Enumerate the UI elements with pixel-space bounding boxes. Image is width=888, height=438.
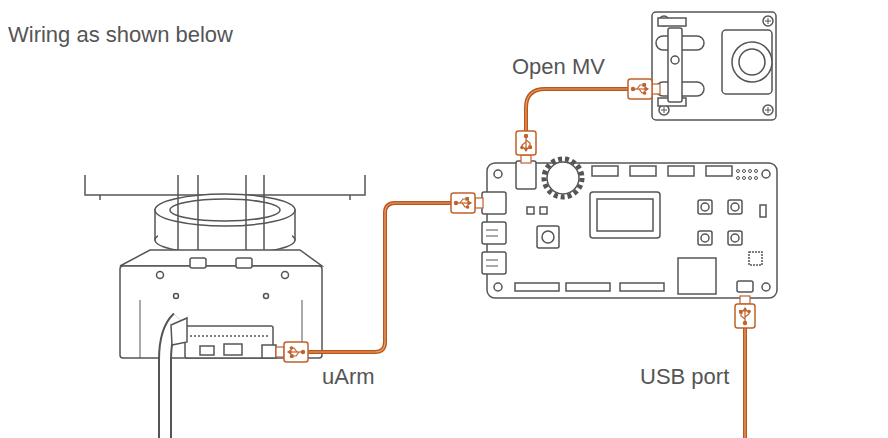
controller-board-part xyxy=(597,199,653,231)
controller-board-part xyxy=(542,231,554,243)
robot-arm-part xyxy=(178,175,264,262)
device-label: USB port xyxy=(640,364,729,390)
openmv-camera-part xyxy=(722,30,772,94)
usb-cables-part xyxy=(308,203,451,352)
device-label: uArm xyxy=(322,364,375,390)
robot-arm-part xyxy=(190,258,206,268)
openmv-camera xyxy=(652,12,776,120)
device-label: Open MV xyxy=(512,54,605,80)
robot-arm-part xyxy=(155,194,295,226)
controller-board-part xyxy=(743,170,746,173)
openmv-camera-part xyxy=(671,56,679,64)
controller-board-part xyxy=(762,170,770,178)
robot-arm-part xyxy=(282,272,289,279)
robot-arm-part xyxy=(120,250,322,266)
usb-cables-part xyxy=(526,89,628,131)
controller-board-part xyxy=(755,177,758,180)
usb-cables xyxy=(308,89,745,438)
controller-board-part xyxy=(698,200,712,214)
controller-board-part xyxy=(701,203,709,211)
usb-plugs-part xyxy=(628,79,660,99)
controller-board-part xyxy=(544,159,582,197)
controller-board-part xyxy=(630,166,656,176)
controller-board-part xyxy=(678,258,716,294)
controller-board-part xyxy=(731,234,739,242)
controller-board xyxy=(482,159,777,298)
robot-arm xyxy=(85,175,365,438)
usb-cables-part xyxy=(526,89,628,131)
openmv-camera-part xyxy=(732,42,772,82)
controller-board-part xyxy=(755,170,758,173)
controller-board-part xyxy=(698,231,712,245)
robot-arm-part xyxy=(264,294,269,299)
robot-arm-part xyxy=(185,326,273,358)
robot-arm-part xyxy=(236,258,252,268)
openmv-camera-part xyxy=(739,49,765,75)
controller-board-part xyxy=(749,170,752,173)
controller-board-part xyxy=(516,161,536,189)
robot-arm-part xyxy=(174,294,179,299)
usb-plugs-part xyxy=(451,193,483,213)
controller-board-part xyxy=(566,283,610,291)
controller-board-part xyxy=(728,200,742,214)
controller-board-part xyxy=(731,203,739,211)
robot-arm-part xyxy=(200,346,214,355)
controller-board-part xyxy=(527,207,534,214)
controller-board-part xyxy=(760,205,766,217)
robot-arm-part xyxy=(190,335,268,337)
controller-board-part xyxy=(482,222,506,244)
controller-board-part xyxy=(592,166,618,176)
controller-board-part xyxy=(737,170,758,180)
controller-board-part xyxy=(620,283,664,291)
controller-board-part xyxy=(737,281,753,292)
usb-plugs-part xyxy=(516,131,536,163)
controller-board-part xyxy=(537,226,559,248)
openmv-camera-part xyxy=(658,18,686,26)
controller-board-part xyxy=(540,207,547,214)
controller-board-part xyxy=(547,162,579,194)
usb-cables-part xyxy=(743,328,747,438)
robot-arm-part xyxy=(224,344,242,355)
usb-plugs-part xyxy=(276,342,308,362)
controller-board-part xyxy=(743,177,746,180)
usb-plugs-part xyxy=(735,296,755,328)
robot-arm-part xyxy=(171,318,187,345)
controller-board-part xyxy=(482,192,506,214)
usb-cables-part xyxy=(744,328,745,438)
usb-plugs xyxy=(276,79,755,362)
controller-board-part xyxy=(482,252,506,274)
openmv-camera-part xyxy=(652,12,776,120)
robot-arm-part xyxy=(85,175,365,195)
usb-cables-part xyxy=(308,203,451,352)
controller-board-part xyxy=(590,192,660,238)
controller-board-part xyxy=(728,231,742,245)
controller-board-part xyxy=(737,170,740,173)
controller-board-part xyxy=(749,252,762,265)
controller-board-part xyxy=(494,170,502,178)
controller-board-part xyxy=(701,234,709,242)
controller-board-part xyxy=(737,177,740,180)
controller-board-part xyxy=(749,177,752,180)
robot-arm-part xyxy=(262,345,276,358)
controller-board-part xyxy=(668,166,694,176)
openmv-camera-part xyxy=(668,28,682,102)
controller-board-part xyxy=(706,166,732,176)
controller-board-part xyxy=(762,283,770,291)
diagram-title: Wiring as shown below xyxy=(8,22,233,48)
controller-board-part xyxy=(494,283,502,291)
controller-board-part xyxy=(515,283,559,291)
robot-arm-part xyxy=(157,272,164,279)
openmv-camera-part xyxy=(661,18,771,113)
controller-board-part xyxy=(486,230,498,266)
